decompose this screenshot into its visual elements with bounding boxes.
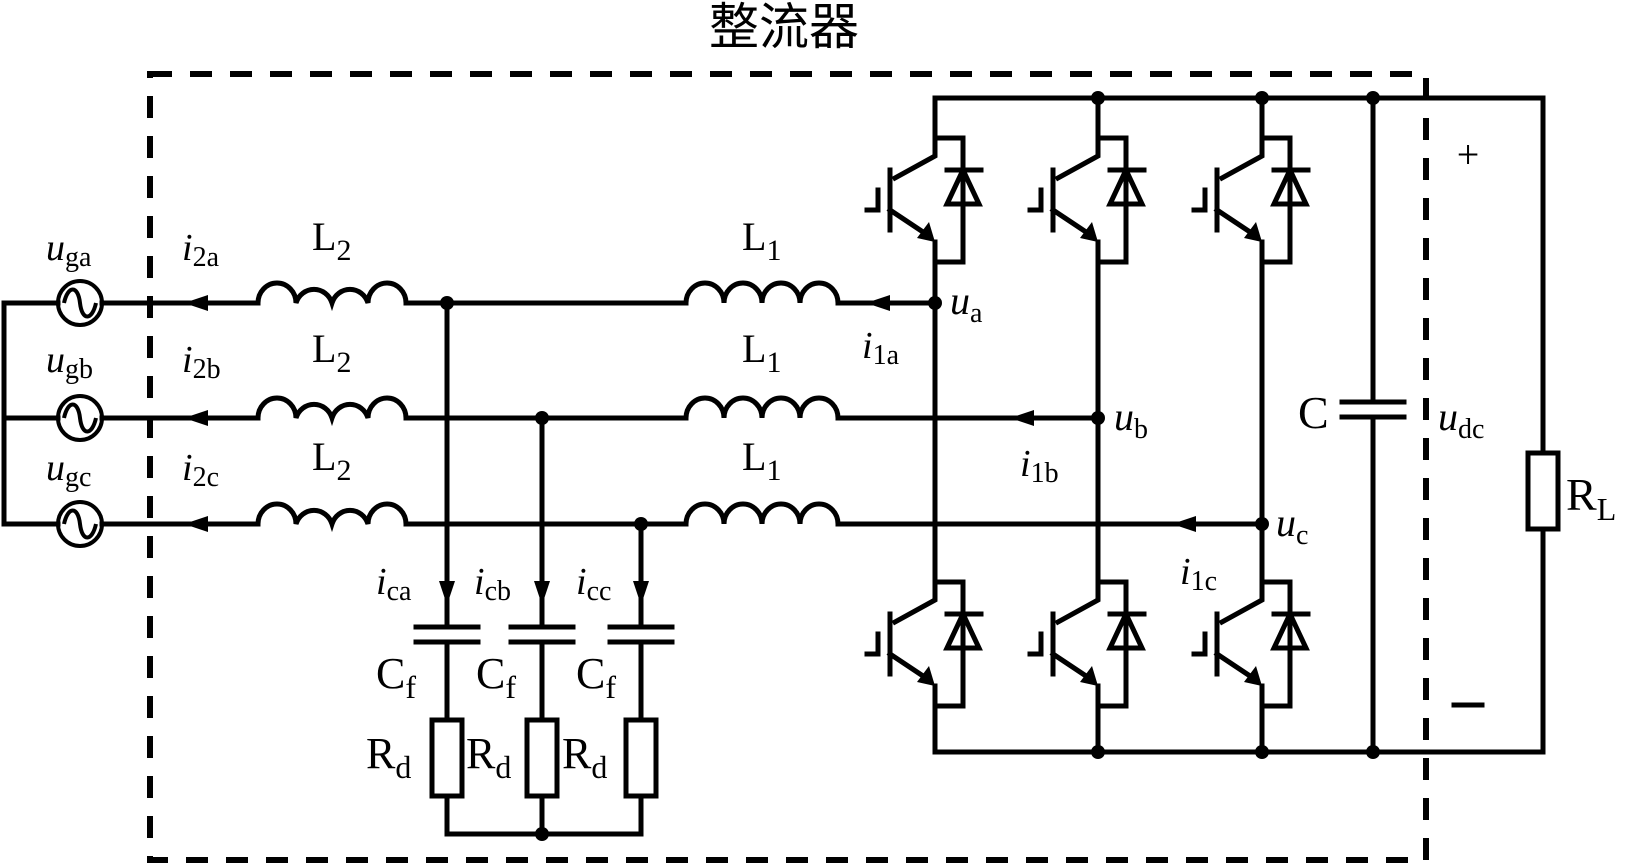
inductor-label-L1-b: L1 bbox=[742, 326, 781, 379]
source-label-a: uga bbox=[46, 227, 92, 273]
inductor-label-L1-a: L1 bbox=[742, 214, 781, 267]
igbt-upper-b bbox=[1030, 138, 1144, 262]
current-arrow-i2a bbox=[184, 295, 208, 311]
current-arrow-i2b bbox=[184, 410, 208, 426]
damping-resistor-label-c: Rd bbox=[562, 729, 607, 785]
phase-a-wire bbox=[99, 280, 938, 312]
bridge-leg-c bbox=[1194, 91, 1308, 759]
filter-branch-a bbox=[413, 296, 481, 837]
filter-cap-label-c: Cf bbox=[576, 649, 616, 705]
filter-current-label-icc: icc bbox=[576, 561, 611, 607]
current-arrow-i2c bbox=[184, 516, 208, 532]
voltage-label-ua: ua bbox=[950, 278, 983, 329]
damping-resistor-label-b: Rd bbox=[466, 729, 511, 785]
filter-branch-b bbox=[508, 411, 576, 837]
current-label-i2a: i2a bbox=[182, 227, 220, 273]
filter-current-label-ica: ica bbox=[376, 561, 412, 607]
rectifier-boundary bbox=[147, 71, 1429, 863]
bridge-leg-a bbox=[867, 95, 981, 755]
current-label-i1b: i1b bbox=[1020, 443, 1059, 489]
voltage-label-ub: ub bbox=[1114, 394, 1148, 445]
phase-b-wire bbox=[99, 395, 1101, 427]
grid-neutral-bus bbox=[1, 300, 61, 527]
filter-star-point bbox=[535, 827, 549, 841]
inductor-label-L2-b: L2 bbox=[312, 326, 351, 379]
inductor-label-L1-c: L1 bbox=[742, 434, 781, 487]
phase-c-wire bbox=[99, 501, 1265, 533]
dc-capacitor-label: C bbox=[1298, 387, 1329, 438]
bridge-leg-b bbox=[1030, 91, 1144, 759]
dc-link-capacitor bbox=[1339, 91, 1407, 759]
filter-cap-label-b: Cf bbox=[476, 649, 516, 705]
inductor-label-L2-a: L2 bbox=[312, 214, 351, 267]
ac-source-b bbox=[56, 394, 104, 442]
source-label-c: ugc bbox=[46, 447, 91, 493]
dc-plus-sign: + bbox=[1457, 132, 1480, 177]
inductor-label-L2-c: L2 bbox=[312, 434, 351, 487]
current-label-i2b: i2b bbox=[182, 339, 221, 385]
ac-source-c bbox=[56, 500, 104, 548]
dc-voltage-label: udc bbox=[1438, 394, 1484, 445]
current-label-i1c: i1c bbox=[1180, 551, 1217, 597]
current-arrow-i1b bbox=[1010, 410, 1034, 426]
load-resistor-label: RL bbox=[1566, 469, 1616, 527]
current-arrow-i1a bbox=[866, 295, 890, 311]
ac-source-a bbox=[56, 279, 104, 327]
igbt-lower-c bbox=[1194, 582, 1308, 706]
igbt-upper-c bbox=[1194, 138, 1308, 262]
filter-branch-c bbox=[607, 517, 675, 837]
igbt-lower-b bbox=[1030, 582, 1144, 706]
voltage-label-uc: uc bbox=[1276, 500, 1308, 551]
igbt-upper-a bbox=[867, 138, 981, 262]
filter-cap-label-a: Cf bbox=[376, 649, 416, 705]
current-label-i2c: i2c bbox=[182, 447, 219, 493]
current-label-i1a: i1a bbox=[862, 325, 900, 371]
filter-current-label-icb: icb bbox=[474, 561, 511, 607]
diagram-title: 整流器 bbox=[709, 0, 859, 56]
igbt-lower-a bbox=[867, 582, 981, 706]
source-label-b: ugb bbox=[46, 339, 93, 385]
load-resistor bbox=[1525, 95, 1561, 755]
damping-resistor-label-a: Rd bbox=[366, 729, 411, 785]
current-arrow-i1c bbox=[1172, 516, 1196, 532]
